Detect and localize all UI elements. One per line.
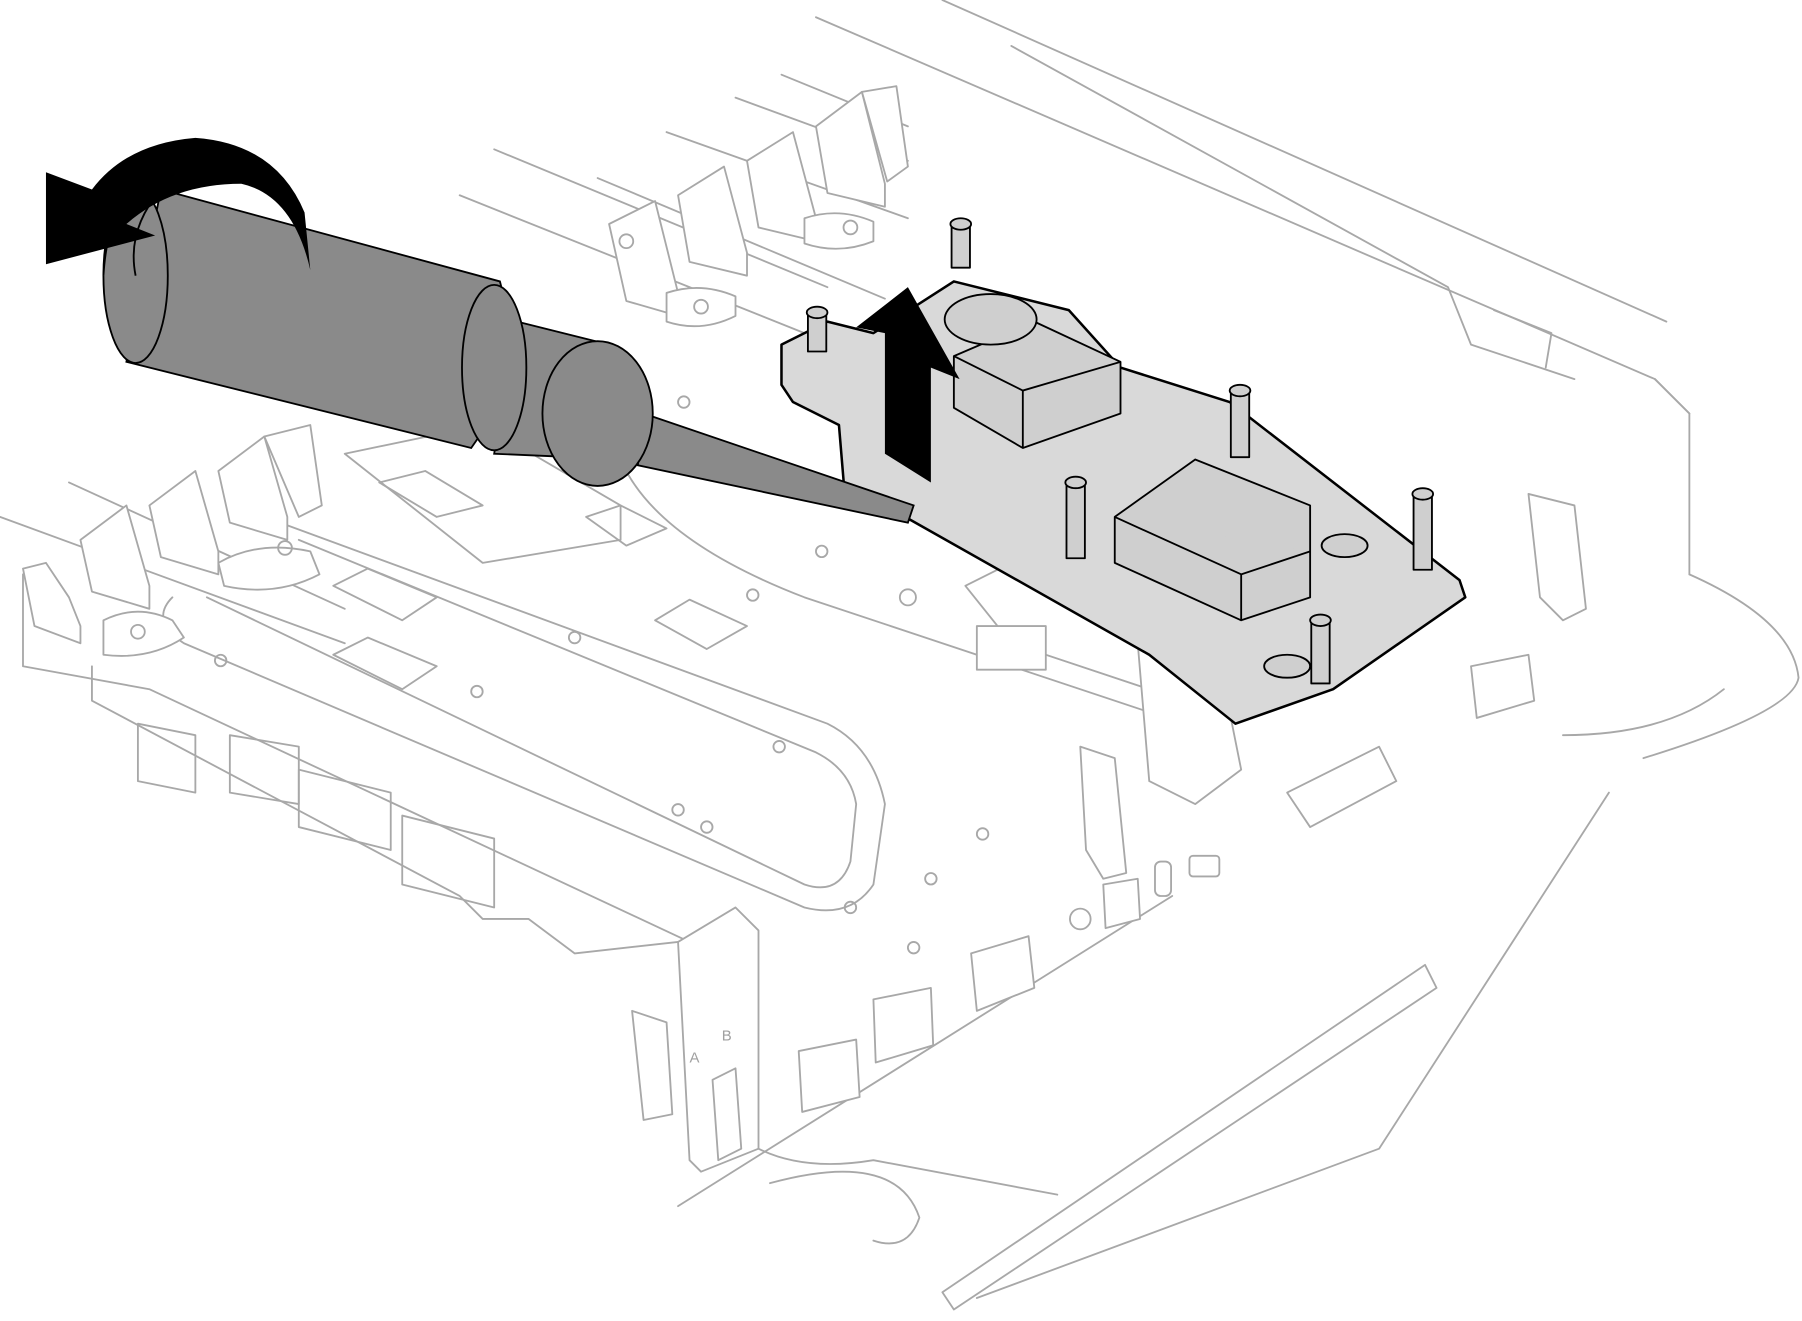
standoffs — [805, 217, 1435, 685]
rotate-counterclockwise-arrow-icon — [45, 137, 311, 270]
highlighted-component — [780, 217, 1467, 725]
heatsink-fins — [22, 85, 909, 657]
rear-io-bracket: A B — [631, 493, 1587, 1245]
label-a: A — [690, 1050, 700, 1067]
label-b: B — [722, 1028, 732, 1045]
lift-up-arrow-icon — [856, 287, 960, 483]
